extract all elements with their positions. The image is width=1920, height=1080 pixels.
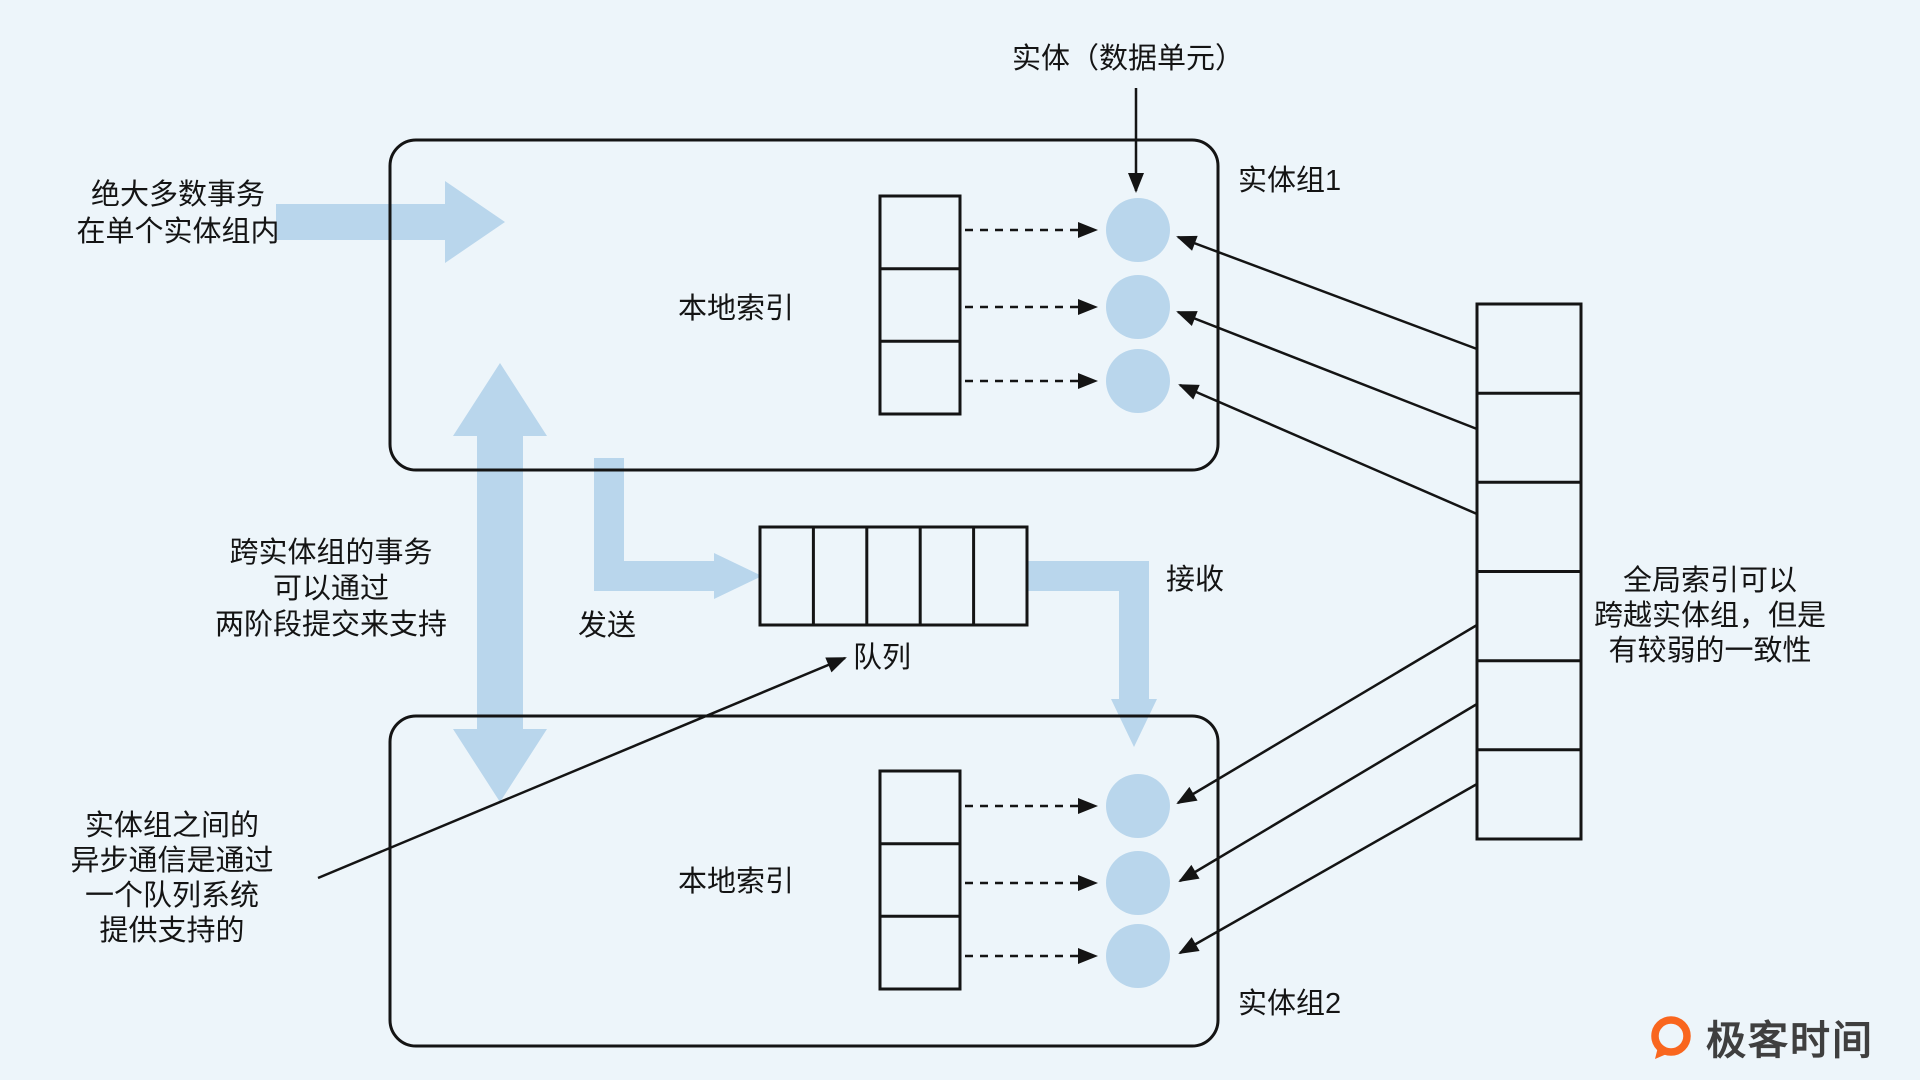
receive-label: 接收 — [1165, 564, 1225, 596]
note-line: 两阶段提交来支持 — [214, 609, 448, 641]
entity-circle — [1106, 924, 1170, 988]
global-index-table — [1475, 302, 1583, 841]
note-majority: 绝大多数事务 在单个实体组内 — [76, 177, 279, 251]
geektime-logo-icon — [1651, 1016, 1691, 1059]
receive-arrow-head — [1111, 699, 1157, 747]
entity-circle — [1106, 774, 1170, 838]
note-line: 绝大多数事务 — [90, 179, 266, 211]
queue-box — [758, 525, 1029, 627]
local-index-table-bottom — [878, 769, 962, 991]
geektime-logo-text: 极客时间 — [1706, 1019, 1874, 1063]
entity-unit-label: 实体（数据单元） — [1011, 43, 1245, 75]
queue-label: 队列 — [852, 642, 912, 674]
note-line: 跨越实体组，但是 — [1593, 600, 1827, 632]
note-async-queue: 实体组之间的 异步通信是通过 一个队列系统 提供支持的 — [70, 809, 273, 949]
note-line: 提供支持的 — [99, 915, 245, 947]
global-index-arrows — [1176, 235, 1478, 955]
local-index-top-label: 本地索引 — [677, 293, 795, 325]
entity-circle — [1106, 275, 1170, 339]
entity-circle — [1106, 198, 1170, 262]
geektime-logo: 极客时间 — [1646, 1008, 1874, 1066]
local-index-table-top — [878, 194, 962, 416]
note-line: 全局索引可以 — [1622, 565, 1798, 597]
entity-group-1-box — [388, 138, 1220, 472]
note-line: 在单个实体组内 — [76, 216, 280, 248]
entity-circle — [1106, 851, 1170, 915]
note-line: 有较弱的一致性 — [1608, 635, 1812, 667]
send-arrow-head — [714, 553, 762, 599]
entity-group-2-box — [388, 714, 1220, 1048]
receive-arrow-shaft — [1027, 561, 1149, 701]
local-index-links — [965, 222, 1098, 964]
note-global-index: 全局索引可以 跨越实体组，但是 有较弱的一致性 — [1594, 564, 1826, 669]
note-line: 跨实体组的事务 — [229, 537, 433, 569]
send-arrow-shaft — [594, 458, 716, 591]
send-label: 发送 — [577, 610, 637, 642]
note-line: 实体组之间的 — [84, 810, 260, 842]
entity-circles — [1106, 198, 1170, 988]
entity-circle — [1106, 349, 1170, 413]
note-cross-group: 跨实体组的事务 可以通过 两阶段提交来支持 — [215, 535, 447, 643]
entity-group-1-label: 实体组1 — [1238, 165, 1342, 197]
local-index-bottom-label: 本地索引 — [677, 866, 795, 898]
note-line: 异步通信是通过 — [70, 845, 274, 877]
note-line: 一个队列系统 — [84, 880, 260, 912]
note-line: 可以通过 — [272, 573, 390, 605]
entity-group-2-label: 实体组2 — [1238, 988, 1342, 1020]
bulk-arrow-two-phase — [453, 363, 547, 802]
async-pointer-arrow — [317, 656, 847, 880]
